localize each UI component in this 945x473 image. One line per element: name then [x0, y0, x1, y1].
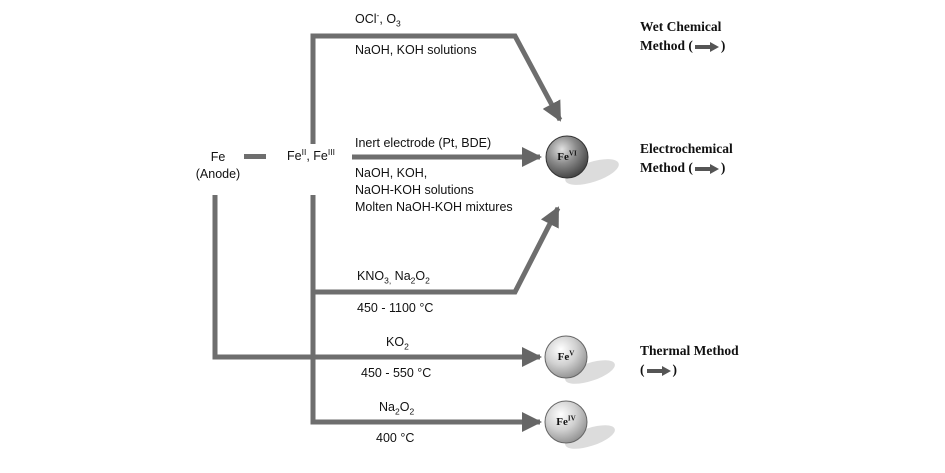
- na2o2-route-arrow: [310, 290, 542, 432]
- electro-electrode-label: Inert electrode (Pt, BDE): [355, 136, 492, 150]
- nitrate-reagent-label: KNO3, Na2O2: [357, 269, 430, 286]
- right-arrow-icon: [694, 163, 719, 174]
- fe-v-product: [544, 335, 615, 384]
- right-arrow-icon: [646, 365, 671, 376]
- fe-vi-label: FeVI: [557, 149, 577, 163]
- ko2-temp-label: 450 - 550 °C: [361, 366, 432, 380]
- wet-method-legend: Wet Chemical Method (): [640, 19, 726, 53]
- na2o2-reagent-label: Na2O2: [379, 400, 415, 417]
- ko2-reagent-label: KO2: [386, 335, 409, 352]
- thermal-method-legend: Thermal Method (): [640, 343, 739, 377]
- wet-solutions-label: NaOH, KOH solutions: [355, 43, 477, 57]
- wet-route-arrow: [310, 33, 563, 144]
- fe-iv-label: FeIV: [556, 414, 576, 428]
- nitrate-route-arrow: [310, 195, 561, 295]
- anode-text: (Anode): [195, 166, 241, 181]
- fe-text: Fe: [210, 150, 226, 164]
- fe-ions-label: FeII, FeIII: [287, 146, 335, 163]
- anode-to-ions-connector: [244, 154, 266, 159]
- wet-reagent-label: OCl-, O3: [355, 9, 401, 29]
- fe-vi-product: [545, 135, 619, 185]
- anode-label: Fe (Anode): [190, 149, 246, 183]
- fe-iv-product: [544, 400, 615, 449]
- nitrate-temp-label: 450 - 1100 °C: [357, 301, 434, 315]
- electro-solutions-label: NaOH, KOH, NaOH-KOH solutions Molten NaO…: [355, 166, 513, 214]
- ko2-route-arrow: [212, 195, 542, 367]
- electro-method-legend: Electrochemical Method (): [640, 141, 733, 175]
- na2o2-temp-label: 400 °C: [376, 431, 415, 445]
- fe-v-label: FeV: [557, 349, 575, 363]
- right-arrow-icon: [694, 41, 719, 52]
